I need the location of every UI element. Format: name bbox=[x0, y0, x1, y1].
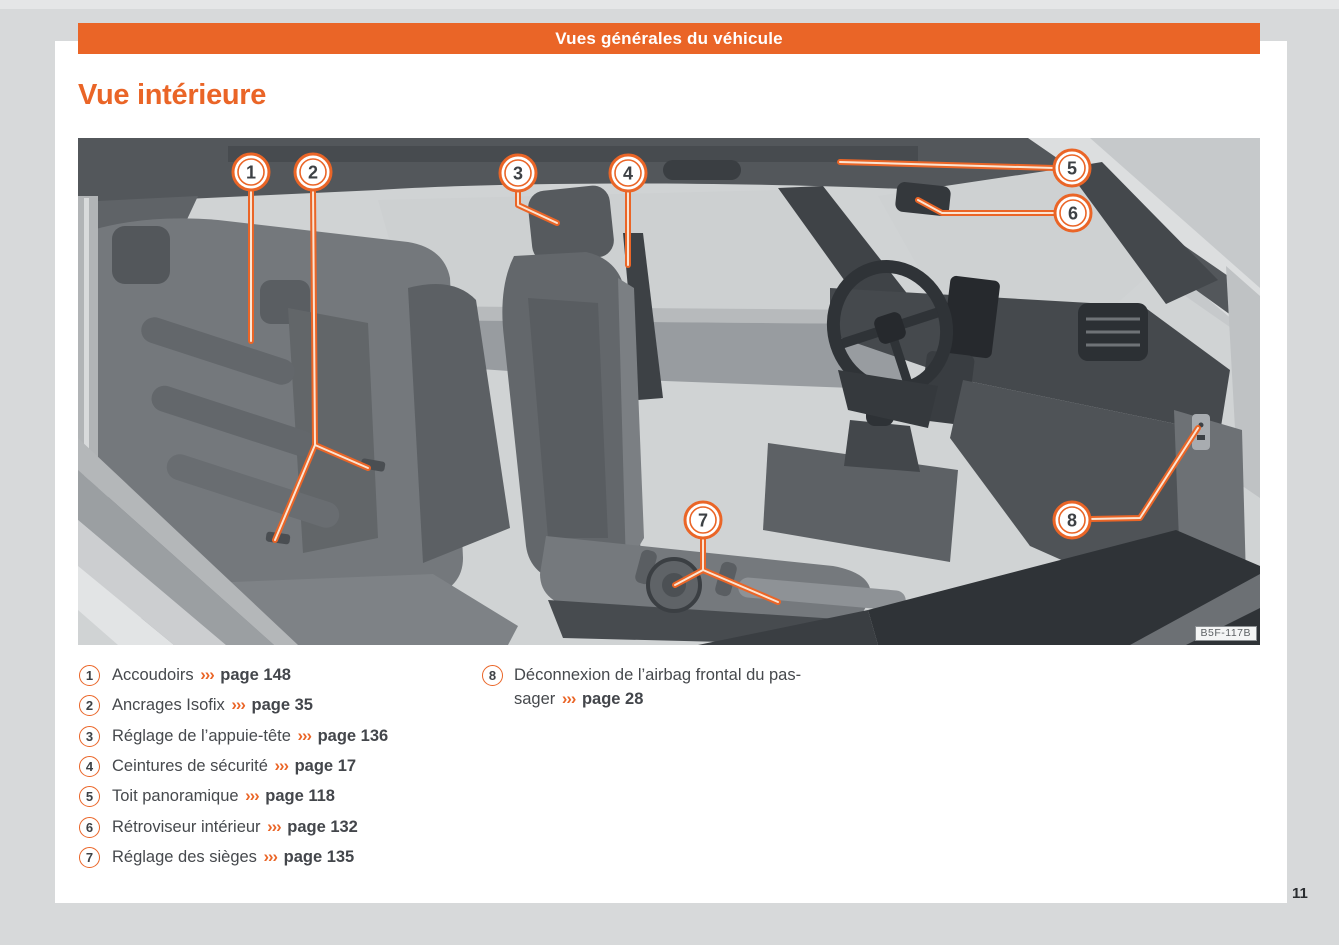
car-interior-illustration: 1 2 3 4 5 6 7 8 bbox=[78, 138, 1260, 645]
legend-item-number: 4 bbox=[79, 756, 100, 777]
callout-marker-4: 4 bbox=[608, 153, 648, 193]
callout-marker-8: 8 bbox=[1052, 500, 1092, 540]
legend-item-number: 2 bbox=[79, 695, 100, 716]
exterior-body-left bbox=[78, 196, 298, 645]
viewer-page-gap bbox=[0, 0, 1339, 9]
cross-ref-arrow: ››› bbox=[297, 727, 312, 745]
page-number: 11 bbox=[1292, 885, 1308, 902]
airbag-switch bbox=[1192, 414, 1210, 450]
svg-text:2: 2 bbox=[308, 163, 318, 183]
svg-text:4: 4 bbox=[623, 164, 633, 184]
cross-ref-arrow: ››› bbox=[561, 690, 577, 708]
svg-text:3: 3 bbox=[513, 164, 523, 184]
driver-seat bbox=[408, 284, 510, 563]
b-pillar bbox=[778, 186, 920, 316]
page-link[interactable]: page 28 bbox=[581, 690, 644, 708]
rear-headrest-left bbox=[112, 226, 170, 284]
image-code-label: B5F-117B bbox=[1194, 626, 1257, 641]
chapter-header-label: Vues générales du véhicule bbox=[555, 28, 783, 48]
cross-ref-arrow: ››› bbox=[245, 787, 260, 805]
legend-item: 7 Réglage des sièges ››› page 135 bbox=[79, 847, 354, 868]
legend-item: Déconnexion de l’airbag frontal du pas- … bbox=[514, 666, 802, 708]
page-link[interactable]: page 136 bbox=[317, 727, 389, 745]
callout-marker-7: 7 bbox=[683, 500, 723, 540]
dashboard bbox=[830, 275, 1246, 610]
cross-ref-arrow: ››› bbox=[231, 696, 246, 714]
seat-adjust-lever bbox=[738, 577, 906, 611]
interior-view-figure: 1 2 3 4 5 6 7 8 B5F-117B bbox=[78, 138, 1260, 645]
legend-item-text: Réglage des sièges ››› page 135 bbox=[112, 848, 355, 866]
callout-marker-3: 3 bbox=[498, 153, 538, 193]
page-link[interactable]: page 135 bbox=[283, 848, 355, 866]
page-link[interactable]: page 132 bbox=[287, 818, 358, 836]
legend-item-number: 5 bbox=[79, 786, 100, 807]
page-link[interactable]: page 17 bbox=[294, 757, 357, 775]
cross-ref-arrow: ››› bbox=[263, 848, 279, 866]
legend-item: 4 Ceintures de sécurité ››› page 17 bbox=[79, 756, 356, 777]
legend-item-number: 3 bbox=[79, 726, 100, 747]
cross-ref-arrow: ››› bbox=[267, 818, 282, 836]
front-seat bbox=[502, 185, 906, 645]
callout-leader-lines bbox=[248, 159, 1201, 605]
a-pillar bbox=[1066, 162, 1218, 304]
legend-item-number: 6 bbox=[79, 817, 100, 838]
legend-item-text: Ancrages Isofix ››› page 35 bbox=[112, 696, 313, 714]
page-link[interactable]: page 148 bbox=[220, 666, 291, 684]
legend-item: 3 Réglage de l’appuie-tête ››› page 136 bbox=[79, 726, 388, 747]
svg-text:7: 7 bbox=[698, 511, 708, 531]
legend-item-text: Réglage de l’appuie-tête ››› page 136 bbox=[112, 727, 389, 745]
legend-item-number: 1 bbox=[79, 665, 100, 686]
page-title: Vue intérieure bbox=[78, 79, 267, 111]
svg-text:6: 6 bbox=[1068, 204, 1078, 224]
legend-item-text: Rétroviseur intérieur ››› page 132 bbox=[112, 818, 358, 836]
seatbelt bbox=[623, 233, 663, 400]
legend-item: 1 Accoudoirs ››› page 148 bbox=[79, 665, 291, 686]
svg-text:8: 8 bbox=[1067, 511, 1077, 531]
svg-text:5: 5 bbox=[1067, 159, 1077, 179]
legend-item-text: Toit panoramique ››› page 118 bbox=[112, 787, 335, 805]
rear-armrest-area bbox=[288, 308, 378, 553]
page-link[interactable]: page 118 bbox=[265, 787, 335, 805]
callout-marker-2: 2 bbox=[293, 152, 333, 192]
callout-marker-6: 6 bbox=[1053, 193, 1093, 233]
steering-column bbox=[838, 370, 938, 428]
page-link[interactable]: page 35 bbox=[251, 696, 313, 714]
legend-item-text: Accoudoirs ››› page 148 bbox=[112, 666, 291, 684]
legend-item-text: Ceintures de sécurité ››› page 17 bbox=[112, 757, 357, 775]
front-headrest bbox=[528, 185, 614, 263]
cross-ref-arrow: ››› bbox=[274, 757, 290, 775]
floor bbox=[698, 530, 1260, 645]
infotainment-screen bbox=[942, 275, 1000, 359]
rear-seat bbox=[92, 218, 518, 645]
legend-item: 5 Toit panoramique ››› page 118 bbox=[79, 786, 335, 807]
callout-marker-5: 5 bbox=[1052, 148, 1092, 188]
grab-handle bbox=[663, 160, 741, 180]
legend-item-number: 8 bbox=[482, 665, 503, 686]
legend-item-number: 7 bbox=[79, 847, 100, 868]
svg-text:1: 1 bbox=[246, 163, 256, 183]
cross-ref-arrow: ››› bbox=[200, 666, 215, 684]
legend-item: 6 Rétroviseur intérieur ››› page 132 bbox=[79, 817, 358, 838]
chapter-header-bar: Vues générales du véhicule bbox=[78, 23, 1260, 54]
legend-item: 2 Ancrages Isofix ››› page 35 bbox=[79, 695, 313, 716]
callout-marker-1: 1 bbox=[231, 152, 271, 192]
